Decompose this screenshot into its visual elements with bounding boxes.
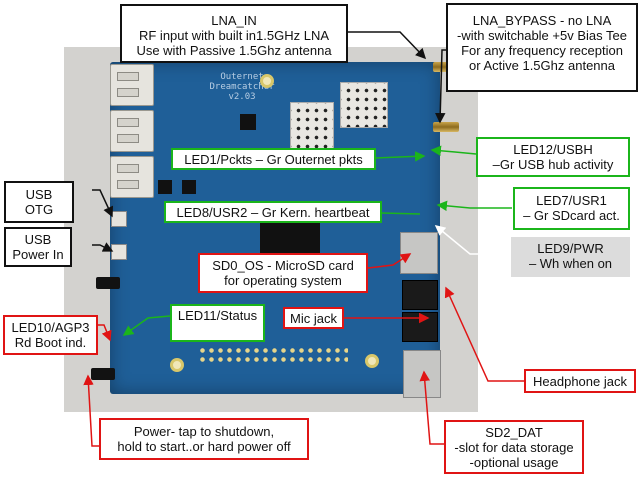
usb-a-port <box>110 110 154 152</box>
silkscreen-model: Dreamcatcher <box>209 82 275 92</box>
board-silkscreen: Outernet Dreamcatcher v2.03 <box>202 72 282 102</box>
callout-line: Rd Boot ind. <box>14 335 87 350</box>
callout-line: – Gr SDcard act. <box>523 208 620 223</box>
callout-title: LED8/USR2 – Gr Kern. heartbeat <box>176 205 370 220</box>
usb-power-port <box>111 244 127 260</box>
callout-title: Headphone jack <box>533 374 627 389</box>
rf-shield <box>340 82 388 128</box>
callout-led1: LED1/Pckts – Gr Outernet pkts <box>171 148 376 170</box>
callout-title: LED7/USR1 <box>536 193 607 208</box>
callout-title: LED10/AGP3 <box>11 320 90 335</box>
callout-mic-jack: Mic jack <box>283 307 344 329</box>
silkscreen-name: Outernet <box>220 72 264 82</box>
mount-hole <box>170 358 184 372</box>
callout-title: LED12/USBH <box>513 142 593 157</box>
power-button <box>91 368 115 380</box>
callout-title: SD0_OS - MicroSD card <box>212 258 354 273</box>
mic-jack <box>402 312 438 342</box>
gpio-header <box>198 346 348 366</box>
callout-line: hold to start..or hard power off <box>117 439 291 454</box>
ic-chip <box>158 180 172 194</box>
callout-sd2-dat: SD2_DAT -slot for data storage -optional… <box>444 420 584 474</box>
mount-hole <box>260 74 274 88</box>
callout-power-button: Power- tap to shutdown, hold to start..o… <box>99 418 309 460</box>
sd-slot-data <box>403 350 441 398</box>
callout-sd0-os: SD0_OS - MicroSD card for operating syst… <box>198 253 368 293</box>
callout-title: LNA_BYPASS - no LNA <box>472 13 612 28</box>
mount-hole <box>365 354 379 368</box>
callout-title: Power- tap to shutdown, <box>133 424 275 439</box>
callout-line: -optional usage <box>469 455 559 470</box>
callout-usb-power-in: USB Power In <box>4 227 72 267</box>
callout-line: Power In <box>12 247 64 262</box>
side-button <box>96 277 120 289</box>
callout-line: -with switchable +5v Bias Tee <box>457 28 627 43</box>
callout-title: Mic jack <box>290 311 337 326</box>
callout-line: OTG <box>24 202 54 217</box>
callout-led12: LED12/USBH –Gr USB hub activity <box>476 137 630 177</box>
callout-title: LED1/Pckts – Gr Outernet pkts <box>184 152 363 167</box>
headphone-jack <box>402 280 438 310</box>
callout-line: RF input with built in1.5GHz LNA <box>138 28 330 43</box>
rf-shield <box>290 102 334 152</box>
ic-chip <box>240 114 256 130</box>
callout-led9: LED9/PWR – Wh when on <box>511 237 630 277</box>
pcb-board: Outernet Dreamcatcher v2.03 <box>110 62 440 394</box>
callout-led8: LED8/USR2 – Gr Kern. heartbeat <box>164 201 382 223</box>
usb-otg-port <box>111 211 127 227</box>
usb-a-port <box>110 64 154 106</box>
callout-title: SD2_DAT <box>485 425 543 440</box>
callout-title: LED11/Status <box>177 308 258 323</box>
callout-led11: LED11/Status <box>170 304 265 342</box>
callout-led10: LED10/AGP3 Rd Boot ind. <box>3 315 98 355</box>
ic-chip <box>182 180 196 194</box>
silkscreen-version: v2.03 <box>228 92 256 102</box>
callout-led7: LED7/USR1 – Gr SDcard act. <box>513 187 630 230</box>
callout-title: LED9/PWR <box>537 241 604 256</box>
callout-line: – Wh when on <box>528 256 613 271</box>
callout-usb-otg: USB OTG <box>4 181 74 223</box>
callout-headphone-jack: Headphone jack <box>524 369 636 393</box>
callout-line: –Gr USB hub activity <box>492 157 614 172</box>
callout-line: For any frequency reception <box>461 43 623 58</box>
microsd-slot-os <box>400 232 438 274</box>
sma-lna-bypass <box>433 122 459 132</box>
callout-line: Use with Passive 1.5Ghz antenna <box>136 43 332 58</box>
callout-lna-bypass: LNA_BYPASS - no LNA -with switchable +5v… <box>446 3 638 92</box>
callout-title: USB <box>25 187 53 202</box>
callout-title: USB <box>24 232 52 247</box>
callout-lna-in: LNA_IN RF input with built in1.5GHz LNA … <box>120 4 348 63</box>
callout-title: LNA_IN <box>211 13 257 28</box>
callout-line: -slot for data storage <box>454 440 574 455</box>
usb-a-port <box>110 156 154 198</box>
callout-line: for operating system <box>224 273 342 288</box>
callout-line: or Active 1.5Ghz antenna <box>469 58 615 73</box>
